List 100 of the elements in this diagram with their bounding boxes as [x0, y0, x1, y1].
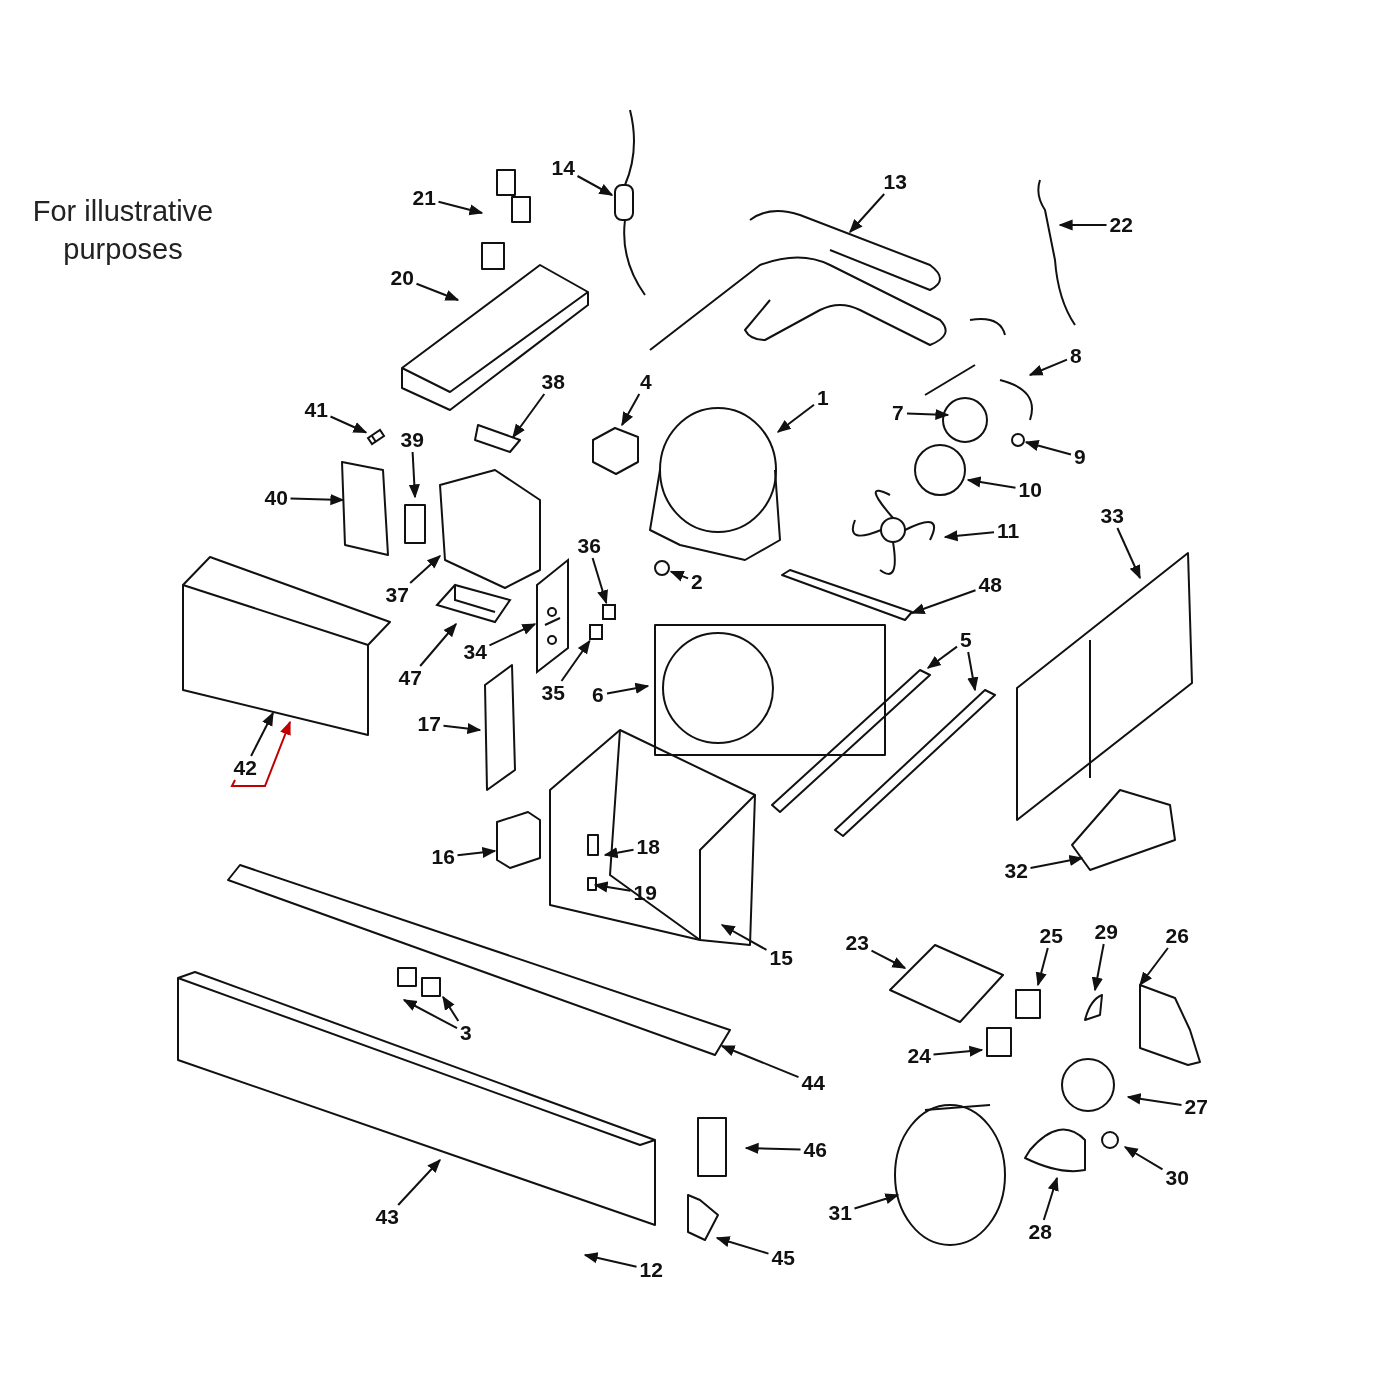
callout-number: 11	[996, 521, 1021, 541]
leader-line	[744, 1142, 802, 1154]
callout-number: 28	[1027, 1222, 1053, 1242]
leader-line	[910, 589, 977, 614]
leader-line	[591, 557, 608, 605]
leader-line	[583, 1252, 638, 1268]
callout-number: 33	[1099, 506, 1125, 526]
callout-number: 5	[959, 630, 973, 650]
leader-line	[1091, 943, 1105, 992]
callout-number: 21	[411, 188, 437, 208]
leader-line	[849, 193, 886, 234]
leader-line	[603, 847, 635, 859]
callout-number: 41	[303, 400, 329, 420]
callout-number: 14	[550, 158, 576, 178]
callout-number: 25	[1038, 926, 1064, 946]
leader-line	[488, 623, 537, 647]
leader-line	[250, 711, 274, 757]
callout-number: 29	[1093, 922, 1119, 942]
leader-line	[853, 1193, 900, 1210]
callout-number: 19	[632, 883, 658, 903]
callout-number: 31	[827, 1203, 853, 1223]
grommet-drawing	[654, 560, 670, 576]
bracket-plate-drawing	[536, 557, 569, 675]
leader-line	[397, 1158, 441, 1206]
callout-number: 26	[1164, 926, 1190, 946]
leader-line	[1123, 1146, 1164, 1171]
leader-line	[512, 393, 546, 439]
leader-line	[1116, 527, 1141, 580]
leader-line	[1042, 1176, 1059, 1221]
note-text: For illustrative purposes	[31, 194, 215, 267]
callout-number: 20	[389, 268, 415, 288]
callout-number: 2	[690, 572, 704, 592]
screw-drawing	[366, 428, 386, 446]
leader-line	[409, 555, 442, 584]
leader-line	[415, 282, 460, 301]
nut-drawing	[1011, 433, 1025, 447]
callout-number: 46	[802, 1140, 828, 1160]
leader-line	[437, 200, 484, 216]
callout-number: 48	[977, 575, 1003, 595]
callout-number: 40	[263, 488, 289, 508]
callout-number: 30	[1164, 1168, 1190, 1188]
leader-line	[606, 682, 650, 695]
leader-line	[720, 1045, 800, 1079]
leader-line	[593, 881, 632, 893]
callout-number: 1	[816, 388, 830, 408]
callout-number: 35	[540, 683, 566, 703]
leader-line	[932, 1045, 984, 1057]
leader-line	[715, 1236, 770, 1255]
leader-line	[289, 494, 345, 506]
leader-line	[560, 639, 591, 682]
callout-number: 22	[1108, 215, 1134, 235]
callout-number: 37	[384, 585, 410, 605]
callout-number: 17	[416, 714, 442, 734]
leader-line	[906, 408, 950, 421]
leader-line	[1028, 358, 1068, 376]
callout-number: 44	[800, 1073, 826, 1093]
callout-number: 6	[591, 685, 605, 705]
leader-line	[1058, 219, 1108, 231]
leader-line	[442, 722, 482, 735]
callout-number: 13	[882, 172, 908, 192]
callout-number: 16	[430, 847, 456, 867]
callout-number: 42	[232, 758, 258, 778]
leader-line	[967, 651, 979, 692]
callout-number: 38	[540, 372, 566, 392]
callout-number: 43	[374, 1207, 400, 1227]
callout-number: 7	[891, 403, 905, 423]
leader-line	[926, 645, 958, 669]
leader-line	[776, 403, 815, 433]
callout-number: 39	[399, 430, 425, 450]
leader-line	[943, 530, 995, 542]
leader-line	[669, 570, 689, 582]
leader-line	[419, 622, 458, 667]
callout-number: 12	[638, 1260, 664, 1280]
leader-line	[408, 451, 420, 499]
leader-line	[230, 720, 291, 787]
callout-number: 15	[768, 948, 794, 968]
leader-line	[1024, 440, 1072, 456]
leader-line	[1139, 947, 1169, 987]
callout-number: 23	[844, 933, 870, 953]
callout-number: 47	[397, 668, 423, 688]
callout-number: 8	[1069, 346, 1083, 366]
callout-number: 24	[906, 1046, 932, 1066]
callout-number: 34	[462, 642, 488, 662]
leader-line	[402, 999, 458, 1030]
leader-line	[1035, 947, 1049, 987]
leader-line	[621, 393, 641, 427]
callout-number: 27	[1183, 1097, 1209, 1117]
callout-number: 9	[1073, 447, 1087, 467]
bracket-drawing	[435, 583, 512, 624]
callout-number: 3	[459, 1023, 473, 1043]
leader-line	[870, 949, 907, 969]
leader-line	[442, 995, 460, 1022]
leader-line	[456, 846, 497, 858]
callout-number: 4	[639, 372, 653, 392]
clip-drawing	[602, 604, 616, 620]
callout-number: 32	[1003, 861, 1029, 881]
leader-line	[1126, 1093, 1183, 1106]
callout-number: 10	[1017, 480, 1043, 500]
clip-drawing	[589, 624, 603, 640]
leader-line	[966, 476, 1017, 489]
